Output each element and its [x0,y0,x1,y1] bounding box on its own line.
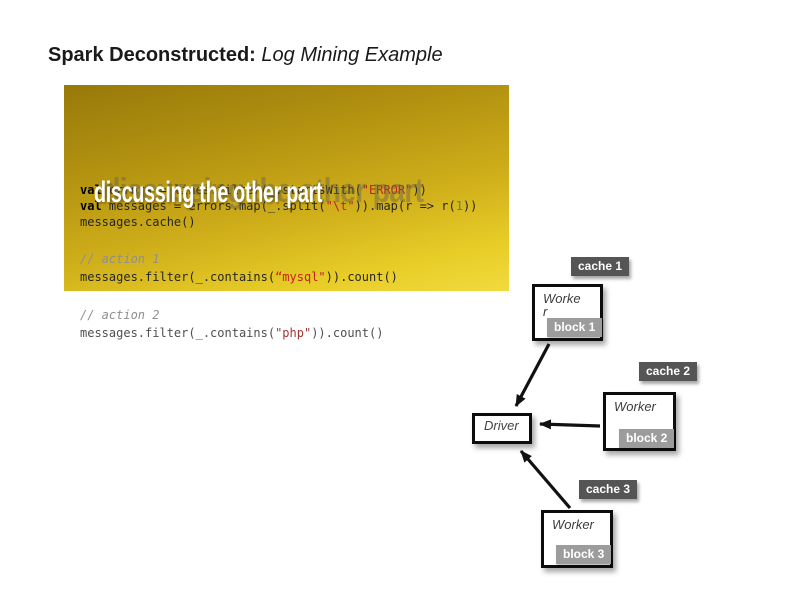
worker-3-label: Worker [552,517,594,532]
worker-2-label: Worker [614,399,656,414]
code-line-comment: // action 1 [80,252,160,266]
worker-1-label: Worker [543,291,581,319]
arrow-worker2-to-driver [539,419,601,430]
arrow-worker3-to-driver [519,449,572,510]
cache-2-badge: cache 2 [639,362,698,381]
worker-3-node: Worker block 3 [541,510,613,568]
code-line: messages.filter(_.contains("php")).count… [80,326,384,340]
block-2-badge: block 2 [619,429,675,448]
driver-node: Driver [472,413,532,444]
worker-2-node: Worker block 2 [603,392,676,451]
title-prefix: Spark Deconstructed: [48,44,262,66]
cache-1-badge: cache 1 [571,257,630,276]
code-panel-background [64,85,509,291]
driver-label: Driver [484,418,519,433]
transition-overlay-text: discussing the other part [94,176,323,209]
block-3-badge: block 3 [556,545,612,564]
code-line-comment: // action 2 [80,308,160,322]
block-1-badge: block 1 [547,318,603,337]
page-title: Spark Deconstructed: Log Mining Example [48,44,443,67]
code-line: val errors = lines.filter(_.startsWith("… [80,183,427,197]
arrow-worker1-to-driver [514,343,551,407]
transition-ghost-text: discussing the other part [103,172,424,210]
code-line: val messages = errors.map(_.split("\t"))… [80,199,478,213]
code-line: messages.filter(_.contains(“mysql")).cou… [80,270,398,284]
cache-3-badge: cache 3 [579,480,638,499]
worker-1-node: Worker block 1 [532,284,603,341]
title-emphasis: Log Mining Example [261,44,443,66]
code-line: messages.cache() [80,215,196,229]
